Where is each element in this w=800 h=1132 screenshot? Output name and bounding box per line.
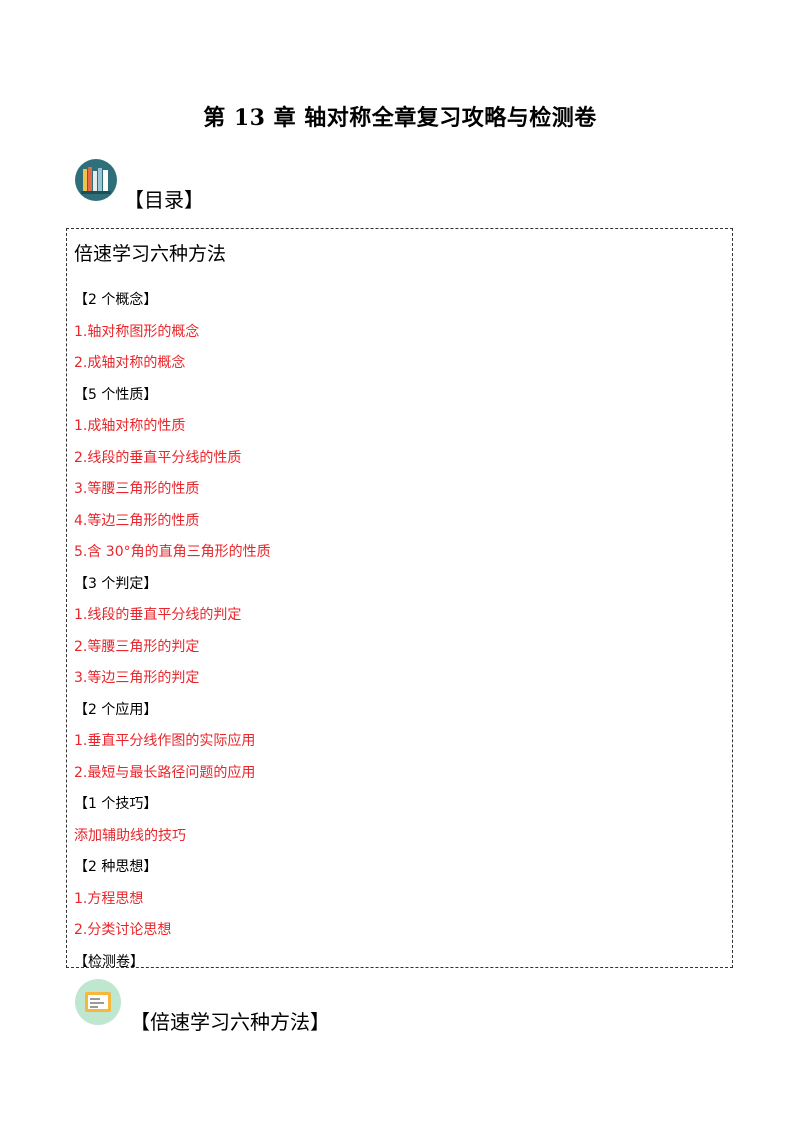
toc-item: 1.方程思想	[74, 890, 144, 907]
toc-box: 倍速学习六种方法 【2 个概念】 1.轴对称图形的概念 2.成轴对称的概念【5 个性…	[66, 228, 733, 970]
toc-category: 【1 个技巧】	[74, 796, 158, 812]
toc-category: 【2 种思想】	[74, 859, 158, 875]
toc-item: 1.垂直平分线作图的实际应用	[74, 733, 256, 749]
toc-item: 3.等边三角形的判定	[74, 670, 200, 686]
toc-item: 5.含 30°角的直角三角形的性质	[74, 544, 271, 560]
section-heading: 【倍速学习六种方法】	[130, 1010, 330, 1034]
toc-heading: 【目录】	[124, 188, 204, 212]
toc-category: 【3 个判定】	[74, 575, 158, 592]
toc-category: 【检测卷】	[74, 953, 144, 970]
toc-item: 1.轴对称图形的概念	[74, 323, 200, 340]
toc-box-title: 倍速学习六种方法	[74, 243, 227, 265]
toc-item: 2.最短与最长路径问题的应用	[74, 764, 256, 781]
toc-item: 添加辅助线的技巧	[74, 827, 186, 844]
notes-icon	[75, 979, 121, 1025]
document-title: 第 13 章 轴对称全章复习攻略与检测卷	[203, 105, 597, 131]
toc-item: 2.分类讨论思想	[74, 922, 172, 938]
toc-item: 3.等腰三角形的性质	[74, 481, 200, 497]
toc-item: 4.等边三角形的性质	[74, 512, 200, 529]
books-icon	[75, 159, 117, 201]
toc-item: 2.成轴对称的概念	[74, 355, 186, 371]
toc-category: 【2 个应用】	[74, 701, 158, 718]
toc-item: 1.成轴对称的性质	[74, 418, 186, 434]
toc-category: 【2 个概念】	[74, 292, 158, 308]
toc-item: 1.线段的垂直平分线的判定	[74, 607, 242, 623]
toc-category: 【5 个性质】	[74, 386, 158, 403]
section-heading-row: 【倍速学习六种方法】	[72, 978, 472, 1038]
toc-heading-row: 【目录】	[72, 158, 372, 214]
toc-item: 2.等腰三角形的判定	[74, 638, 200, 655]
toc-item: 2.线段的垂直平分线的性质	[74, 449, 242, 466]
